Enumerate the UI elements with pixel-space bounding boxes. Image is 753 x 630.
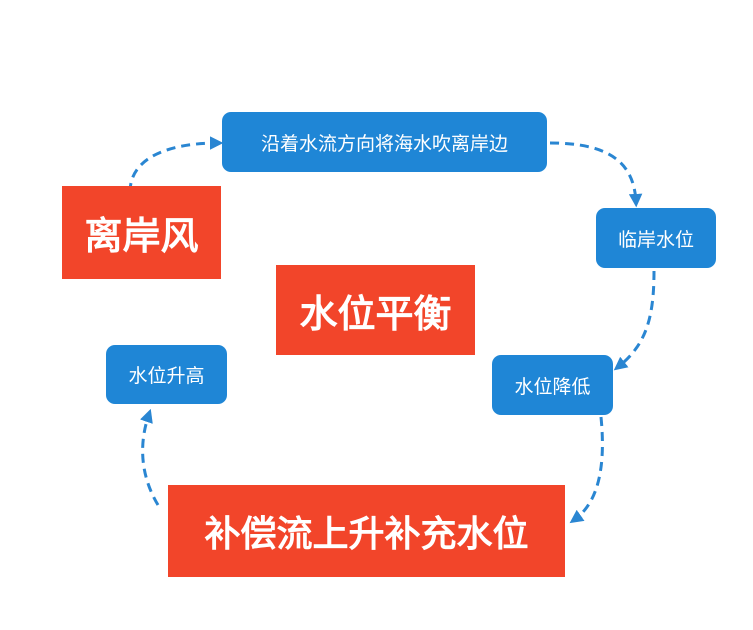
arrow-drop-to-compensation [569, 416, 604, 524]
arrow-action-to-nearshore [549, 141, 643, 208]
wind-action-box: 沿着水流方向将海水吹离岸边 [222, 112, 547, 172]
wind-action-label: 沿着水流方向将海水吹离岸边 [260, 132, 508, 155]
arrow-wind-to-action [128, 136, 224, 193]
level-drop-box: 水位降低 [492, 355, 613, 415]
center-balance-box: 水位平衡 [276, 265, 475, 355]
offshore-wind-label: 离岸风 [84, 214, 199, 258]
nearshore-level-label: 临岸水位 [617, 228, 694, 251]
offshore-wind-box: 离岸风 [62, 186, 221, 279]
nearshore-level-box: 临岸水位 [596, 208, 716, 268]
arrow-nearshore-to-drop [613, 270, 656, 371]
level-drop-label: 水位降低 [514, 375, 591, 398]
compensation-flow-label: 补偿流上升补充水位 [204, 514, 529, 555]
compensation-flow-box: 补偿流上升补充水位 [168, 485, 565, 577]
arrow-compensation-to-rise [139, 408, 160, 506]
level-rise-label: 水位升高 [128, 365, 205, 387]
level-rise-box: 水位升高 [106, 345, 227, 404]
center-balance-label: 水位平衡 [299, 291, 452, 336]
